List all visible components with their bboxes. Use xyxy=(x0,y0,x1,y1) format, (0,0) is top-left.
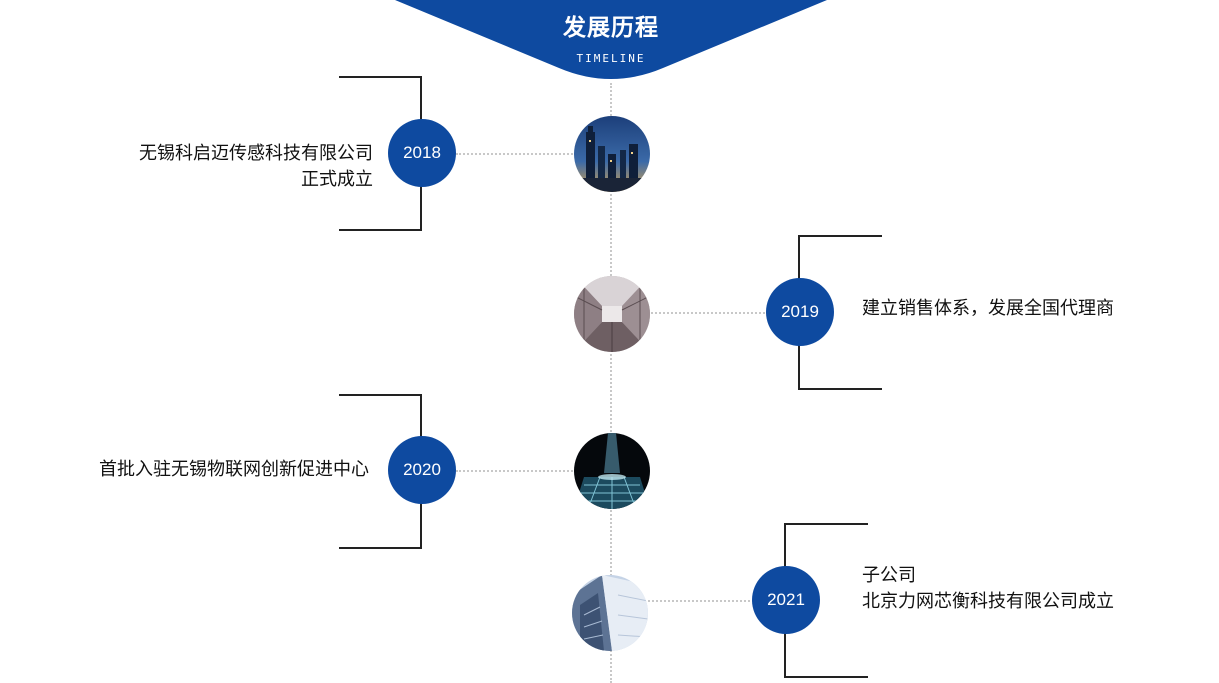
connector-line xyxy=(648,312,768,314)
timeline-header: 发展历程 TIMELINE xyxy=(395,0,827,83)
light-grid-icon xyxy=(574,433,650,509)
connector-line xyxy=(648,600,754,602)
page-subtitle: TIMELINE xyxy=(576,52,646,65)
connector-line xyxy=(456,470,576,472)
glass-corridor-icon xyxy=(574,276,650,352)
description-line: 正式成立 xyxy=(301,169,373,190)
connector-line xyxy=(456,153,576,155)
year-badge-2019: 2019 xyxy=(766,278,834,346)
description-line: 无锡科启迈传感科技有限公司 xyxy=(139,143,373,164)
page-title: 发展历程 xyxy=(563,15,659,41)
timeline-axis xyxy=(610,83,612,683)
description-line: 建立销售体系，发展全国代理商 xyxy=(862,298,1114,319)
skyscraper-icon xyxy=(572,575,648,651)
city-skyline-icon xyxy=(574,116,650,192)
header-banner-shape xyxy=(395,0,827,79)
milestone-description: 无锡科启迈传感科技有限公司 正式成立 xyxy=(139,141,373,193)
milestone-description: 建立销售体系，发展全国代理商 xyxy=(862,296,1114,322)
year-badge-2018: 2018 xyxy=(388,119,456,187)
description-line: 北京力网芯衡科技有限公司成立 xyxy=(862,591,1114,612)
milestone-description: 子公司 北京力网芯衡科技有限公司成立 xyxy=(862,563,1114,615)
year-badge-2021: 2021 xyxy=(752,566,820,634)
description-line: 子公司 xyxy=(862,565,916,586)
description-line: 首批入驻无锡物联网创新促进中心 xyxy=(99,459,369,480)
milestone-description: 首批入驻无锡物联网创新促进中心 xyxy=(99,457,369,483)
year-badge-2020: 2020 xyxy=(388,436,456,504)
